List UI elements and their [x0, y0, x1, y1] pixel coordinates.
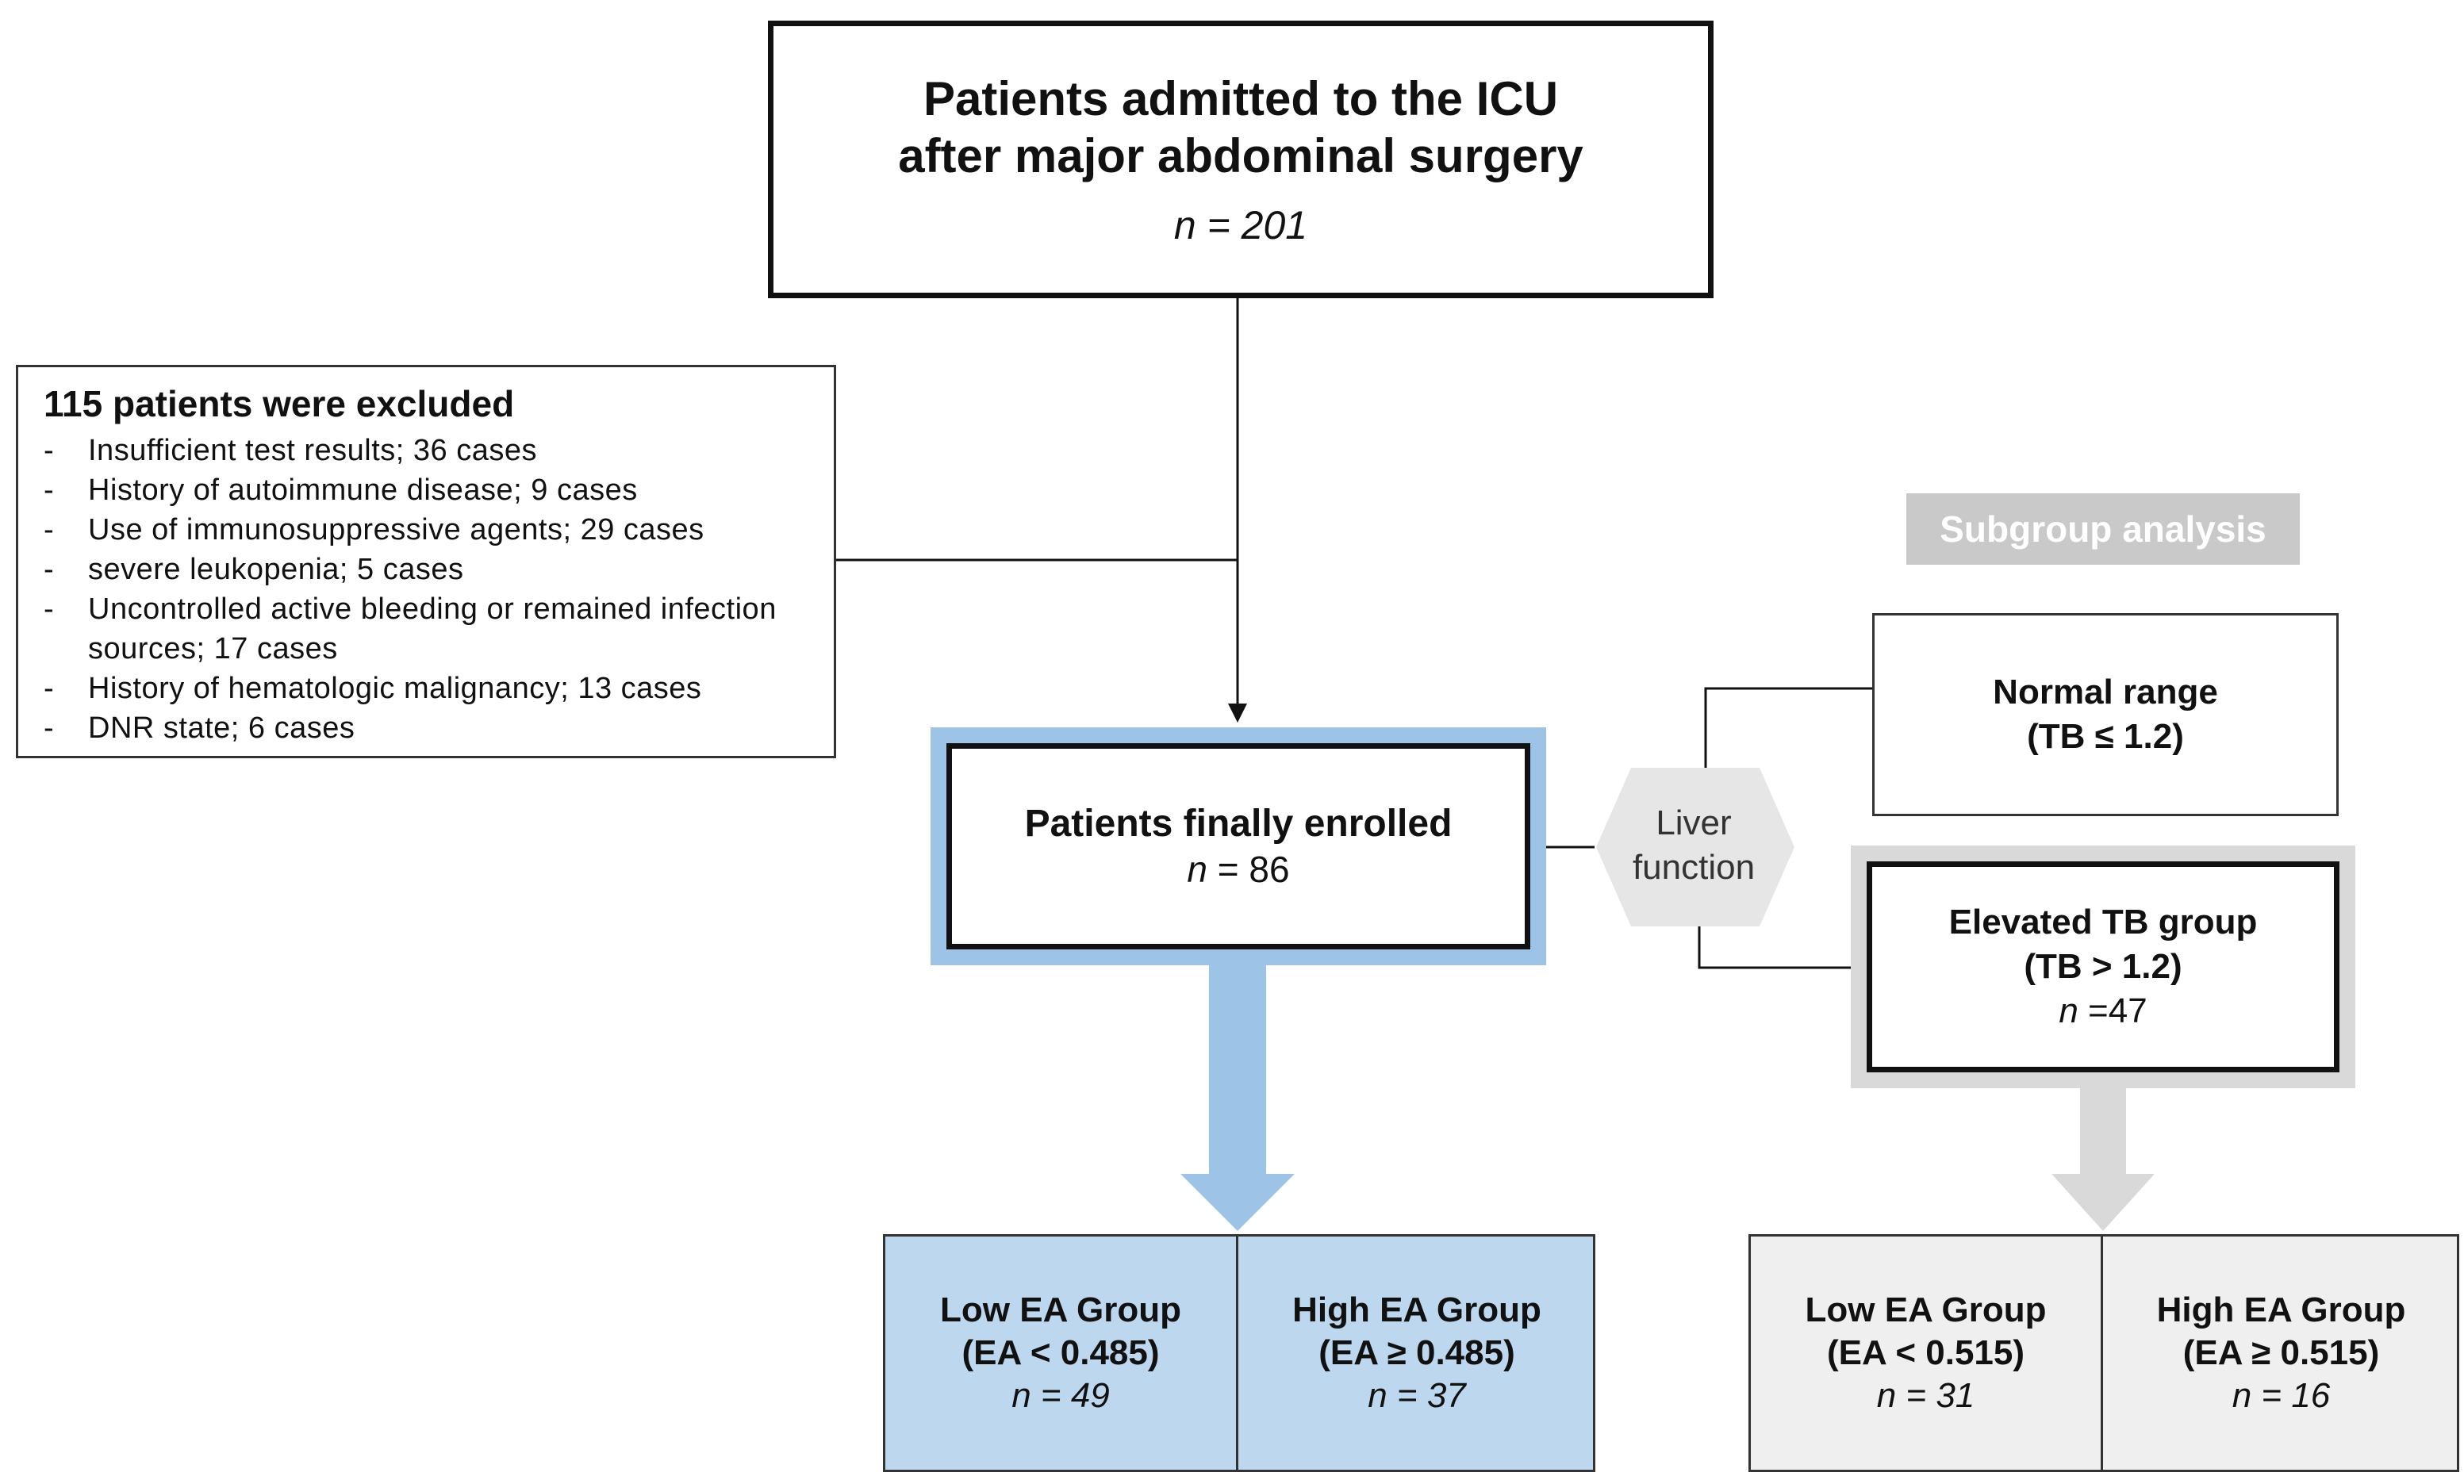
sub-high-ea-group: High EA Group (EA ≥ 0.515) n = 16 — [2103, 1234, 2459, 1472]
exclusion-item: History of autoimmune disease; 9 cases — [44, 470, 818, 510]
normal-range-criterion: (TB ≤ 1.2) — [2027, 717, 2184, 756]
group-count: n = 49 — [1011, 1376, 1110, 1415]
main-groups-border-left — [883, 1237, 885, 1470]
sub-groups-arrow — [2051, 1088, 2155, 1231]
elevated-n-label: n — [2059, 991, 2078, 1030]
admitted-count: n = 201 — [1173, 203, 1308, 247]
excluded-patients-box: 115 patients were excluded Insufficient … — [16, 365, 836, 758]
elevated-criterion: (TB > 1.2) — [2024, 947, 2182, 986]
sub-groups-border-right — [2457, 1237, 2459, 1470]
subgroup-analysis-label: Subgroup analysis — [1906, 493, 2300, 565]
enrolled-n-label: n — [1187, 849, 1207, 890]
enrolled-n-value: = 86 — [1217, 849, 1290, 890]
enrolled-patients-box: Patients finally enrolled n = 86 — [946, 743, 1530, 949]
liver-to-elevated-line — [1698, 926, 1851, 969]
liver-function-label: Liver function — [1591, 766, 1796, 925]
admitted-title-line2: after major abdominal surgery — [898, 129, 1583, 182]
normal-range-box: Normal range (TB ≤ 1.2) — [1872, 613, 2339, 816]
group-count: n = 31 — [1876, 1376, 1975, 1415]
admitted-title-line1: Patients admitted to the ICU — [923, 72, 1559, 125]
liver-to-normal-line — [1704, 687, 1872, 768]
exclusion-item: Insufficient test results; 36 cases — [44, 431, 818, 470]
sub-groups-divider — [2101, 1237, 2103, 1470]
enrolled-count: n = 86 — [1187, 847, 1289, 892]
sub-groups-border-left — [1748, 1237, 1751, 1470]
elevated-count: n =47 — [2059, 989, 2147, 1033]
group-name: High EA Group — [1292, 1290, 1541, 1329]
group-count: n = 37 — [1368, 1376, 1466, 1415]
group-criterion: (EA < 0.515) — [1826, 1333, 2025, 1372]
main-groups-border-right — [1593, 1237, 1595, 1470]
elevated-n-value: =47 — [2088, 991, 2147, 1030]
group-criterion: (EA < 0.485) — [961, 1333, 1160, 1372]
group-count: n = 16 — [2232, 1376, 2331, 1415]
exclusion-item: Use of immunosuppressive agents; 29 case… — [44, 510, 818, 550]
exclusion-item: DNR state; 6 cases — [44, 708, 818, 748]
sub-low-ea-group: Low EA Group (EA < 0.515) n = 31 — [1748, 1234, 2103, 1472]
normal-range-title: Normal range — [1993, 673, 2218, 711]
liver-label-line2: function — [1632, 848, 1756, 887]
group-name: Low EA Group — [940, 1290, 1181, 1329]
main-low-ea-group: Low EA Group (EA < 0.485) n = 49 — [883, 1234, 1238, 1472]
exclusion-item: Uncontrolled active bleeding or remained… — [44, 589, 818, 669]
group-name: Low EA Group — [1805, 1290, 2047, 1329]
liver-hexagon — [1596, 768, 1794, 926]
group-criterion: (EA ≥ 0.515) — [2182, 1333, 2380, 1372]
enrolled-title: Patients finally enrolled — [1024, 803, 1453, 845]
main-groups-box — [883, 1234, 1595, 1472]
exclusion-item: severe leukopenia; 5 cases — [44, 550, 818, 589]
elevated-title: Elevated TB group — [1948, 903, 2258, 941]
exclusion-list: Insufficient test results; 36 cases Hist… — [44, 431, 818, 748]
group-criterion: (EA ≥ 0.485) — [1318, 1333, 1515, 1372]
main-groups-arrow — [1180, 965, 1295, 1231]
liver-label-line1: Liver — [1656, 803, 1732, 842]
group-name: High EA Group — [2156, 1290, 2406, 1329]
sub-groups-box — [1748, 1234, 2459, 1472]
main-high-ea-group: High EA Group (EA ≥ 0.485) n = 37 — [1238, 1234, 1595, 1472]
excluded-title: 115 patients were excluded — [44, 383, 515, 424]
admitted-patients-box: Patients admitted to the ICU after major… — [768, 21, 1714, 298]
exclusion-item: History of hematologic malignancy; 13 ca… — [44, 669, 818, 708]
elevated-tb-box: Elevated TB group (TB > 1.2) n =47 — [1867, 861, 2339, 1072]
main-groups-divider — [1236, 1237, 1238, 1470]
